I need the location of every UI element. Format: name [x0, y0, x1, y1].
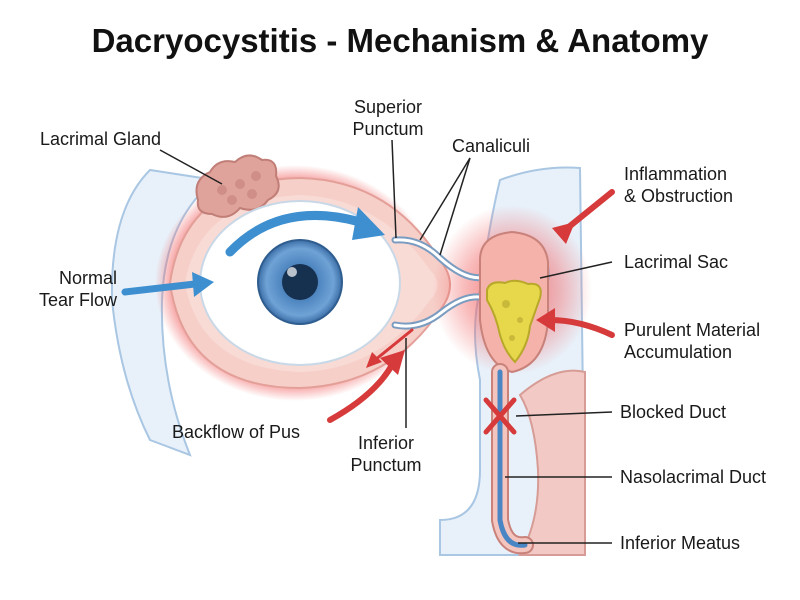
arrow-icon: [352, 207, 385, 240]
label-superior-punctum-1: Superior: [354, 97, 422, 117]
label-purulent-2: Accumulation: [624, 342, 732, 362]
arrow-icon: [536, 308, 555, 332]
label-purulent-1: Purulent Material: [624, 320, 760, 340]
label-superior-punctum-2: Punctum: [352, 119, 423, 139]
label-inferior-punctum-1: Inferior: [358, 433, 414, 453]
arrow-icon: [366, 352, 382, 368]
arrow-icon: [380, 350, 405, 375]
label-lacrimal-gland: Lacrimal Gland: [40, 129, 161, 149]
label-blocked-duct: Blocked Duct: [620, 402, 726, 422]
nasolacrimal-duct-shape: [491, 363, 534, 555]
label-lacrimal-sac: Lacrimal Sac: [624, 252, 728, 272]
label-normal-tear-2: Tear Flow: [39, 290, 118, 310]
leader-lines: [159, 139, 613, 544]
label-inflammation-1: Inflammation: [624, 164, 727, 184]
arrow-icon: [552, 222, 575, 244]
page-title: Dacryocystitis - Mechanism & Anatomy: [92, 22, 709, 59]
label-normal-tear-1: Normal: [59, 268, 117, 288]
nasal-tissue: [518, 369, 586, 556]
arrow-icon: [192, 272, 214, 297]
label-nasolacrimal-duct: Nasolacrimal Duct: [620, 467, 766, 487]
x-mark-icon: [483, 397, 517, 435]
tear-flow-arrow-left: [121, 280, 199, 296]
pupil: [282, 264, 318, 300]
label-canaliculi: Canaliculi: [452, 136, 530, 156]
label-inflammation-2: & Obstruction: [624, 186, 733, 206]
pus: [486, 279, 542, 364]
tear-flow-arrow-curved: [225, 210, 365, 257]
purulent-arrow: [547, 317, 615, 338]
label-inferior-punctum-2: Punctum: [350, 455, 421, 475]
backflow-arrow-small: [373, 328, 414, 362]
label-backflow: Backflow of Pus: [172, 422, 300, 442]
backflow-arrow: [327, 362, 395, 423]
eyeball: [199, 200, 401, 366]
label-inferior-meatus: Inferior Meatus: [620, 533, 740, 553]
lacrimal-gland-shape: [195, 154, 280, 218]
